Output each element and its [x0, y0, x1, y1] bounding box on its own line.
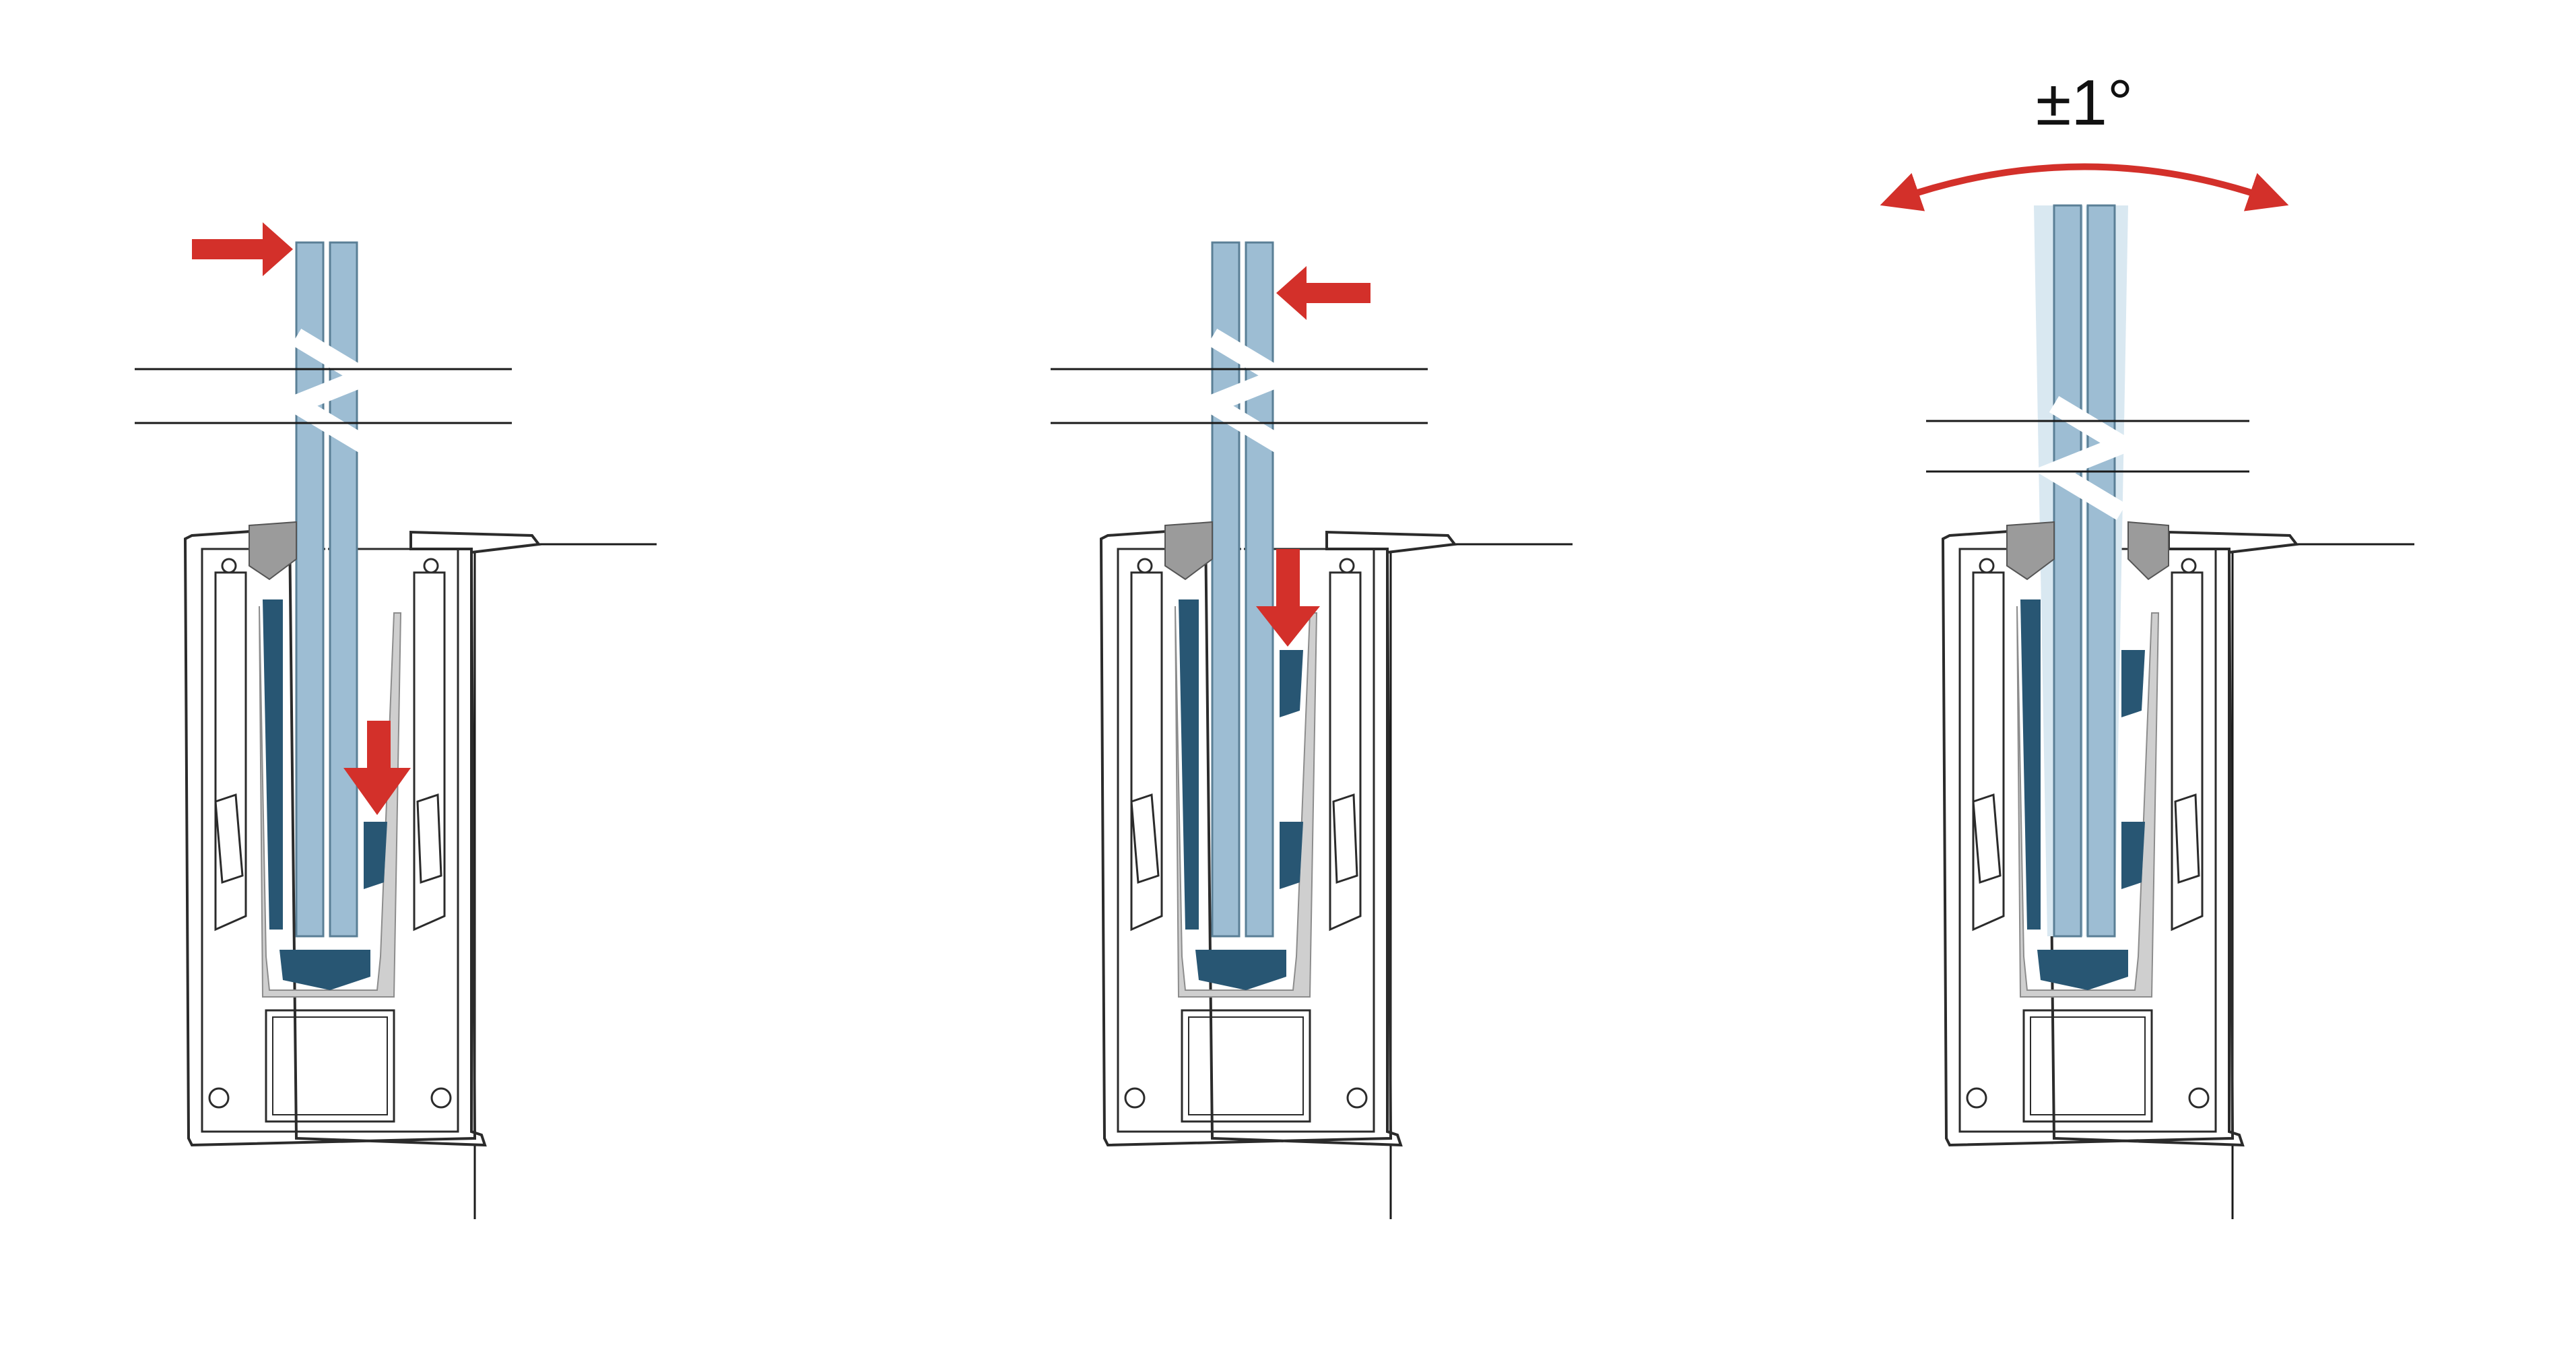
break-symbol [135, 328, 512, 453]
floor-slab-outline [2231, 543, 2414, 1219]
setting-block [2037, 950, 2128, 990]
break-symbol [1051, 328, 1428, 453]
base-profile [183, 527, 541, 1147]
gasket-left [1179, 599, 1199, 930]
wedge-gasket-upper [1280, 650, 1303, 717]
arrow-press-down [1256, 549, 1320, 647]
wedge-gasket-lower [2121, 822, 2145, 889]
channel-liner [2016, 606, 2160, 998]
glass-panel [2053, 204, 2116, 938]
arrow-press-down [343, 721, 411, 815]
floor-slab-outline [473, 543, 657, 1219]
panel-step-3: ±1° [1880, 67, 2414, 1219]
gasket-left [263, 599, 283, 930]
setting-block [279, 950, 370, 990]
tilt-angle-label: ±1° [2036, 67, 2133, 139]
panel-step-2 [1051, 241, 1573, 1219]
tilt-range-arrow [1880, 163, 2289, 212]
floor-slab-outline [1389, 543, 1573, 1219]
arrow-push-left [1276, 266, 1370, 320]
setting-block [1195, 950, 1286, 990]
break-symbol [1926, 395, 2249, 521]
top-clip-left [2006, 521, 2055, 581]
top-clip-right [2127, 521, 2169, 581]
wedge-gasket-lower [1280, 822, 1303, 889]
arrow-push-right [192, 222, 293, 276]
gasket-left [2020, 599, 2041, 930]
top-clip [249, 521, 297, 581]
wedge-gasket-upper [2121, 650, 2145, 717]
wedge-gasket [364, 822, 387, 889]
channel-liner [1175, 606, 1318, 998]
panel-step-1 [135, 222, 657, 1219]
top-clip [1164, 521, 1213, 581]
